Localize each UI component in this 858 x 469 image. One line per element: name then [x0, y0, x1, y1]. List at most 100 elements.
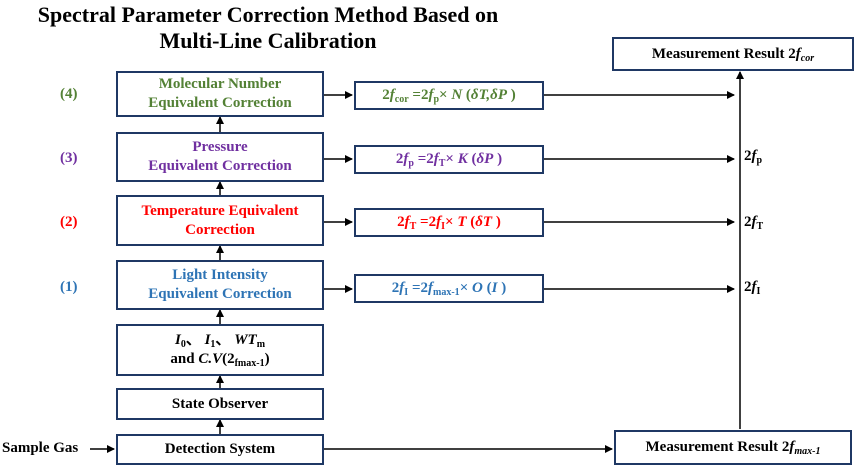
eq-part: ) — [497, 280, 507, 296]
side-part: 2 — [744, 279, 752, 295]
parameters-box: I0、 I1、 WTm and C.V(2fmax-1) — [116, 324, 324, 376]
step-number-3: (3) — [60, 150, 78, 166]
eq-part: I — [491, 280, 498, 296]
eq-part: ( — [467, 151, 477, 167]
eq-part: N — [451, 87, 463, 103]
param-cv-close: ) — [264, 351, 270, 367]
eq-sub: max-1 — [433, 287, 460, 298]
eq-part: × — [445, 214, 458, 230]
side-part: 2 — [744, 214, 752, 230]
param-i1-sub: 1 — [210, 339, 216, 350]
eq-sub: p — [408, 158, 414, 169]
side-sub: I — [756, 286, 761, 297]
equation-box-3: 2fp =2fT× K (δP ) — [354, 145, 544, 174]
param-i0: I — [174, 332, 181, 348]
param-wt-sub: m — [256, 339, 266, 350]
temperature-correction-box: Temperature Equivalent Correction — [116, 195, 324, 246]
eq-part: =2 — [413, 151, 434, 167]
result-f: f — [795, 45, 801, 62]
diagram-title: Spectral Parameter Correction Method Bas… — [8, 2, 528, 54]
eq-part: =2 — [416, 214, 437, 230]
eq-part: T — [457, 214, 467, 230]
eq-part: ( — [462, 87, 471, 103]
step-number-4: (4) — [60, 86, 78, 102]
detection-system-label: Detection System — [164, 441, 276, 457]
side-sub: p — [756, 155, 763, 166]
param-cv-sub: fmax-1 — [234, 358, 265, 369]
eq-part: 2 — [382, 87, 390, 103]
equation-2: 2fT =2fI× T (δT ) — [397, 213, 501, 232]
param-cv: C.V — [198, 351, 223, 367]
eq-part: ( — [482, 280, 492, 296]
eq-part: f — [433, 151, 439, 167]
state-observer-box: State Observer — [116, 388, 324, 420]
eq-part: f — [428, 280, 434, 296]
result-text: Measurement Result 2 — [651, 45, 796, 62]
eq-sub: I — [404, 287, 409, 298]
eq-part: δP — [476, 151, 494, 167]
box-line: Equivalent Correction — [148, 158, 292, 174]
eq-part: f — [436, 214, 442, 230]
side-part: f — [751, 148, 757, 164]
equation-1: 2fI =2fmax-1× O (I ) — [392, 279, 506, 298]
box-line: Equivalent Correction — [148, 286, 292, 302]
title-line-2: Multi-Line Calibration — [159, 28, 377, 53]
eq-part: × — [439, 87, 452, 103]
param-wt: WT — [234, 332, 257, 348]
equation-3: 2fp =2fT× K (δP ) — [396, 150, 502, 169]
params-line-2: and C.V(2fmax-1) — [170, 350, 269, 369]
param-i1: I — [204, 332, 211, 348]
eq-sub: T — [438, 158, 446, 169]
state-observer-label: State Observer — [171, 395, 269, 412]
result-sub: cor — [800, 52, 815, 64]
equation-box-2: 2fT =2fI× T (δT ) — [354, 208, 544, 237]
eq-part: f — [389, 87, 395, 103]
light-intensity-correction-box: Light Intensity Equivalent Correction — [116, 260, 324, 310]
equation-4: 2fcor =2fp× N (δT,δP ) — [382, 86, 516, 105]
box-line: Temperature Equivalent — [141, 202, 299, 219]
eq-part: f — [403, 151, 409, 167]
side-sub: T — [756, 221, 764, 232]
eq-part: 2 — [397, 214, 405, 230]
equation-box-4: 2fcor =2fp× N (δT,δP ) — [354, 81, 544, 110]
molecular-number-correction-box: Molecular Number Equivalent Correction — [116, 71, 324, 117]
pressure-correction-box: Pressure Equivalent Correction — [116, 132, 324, 182]
param-cv-open: (2 — [222, 351, 235, 367]
eq-part: × — [445, 151, 458, 167]
step-number-1: (1) — [60, 279, 78, 295]
eq-part: ) — [493, 151, 503, 167]
side-part: f — [751, 214, 757, 230]
param-i0-sub: 0 — [180, 339, 186, 350]
sample-gas-label: Sample Gas — [2, 440, 79, 456]
box-line: Pressure — [192, 139, 248, 155]
measurement-result-cor-label: Measurement Result 2fcor — [652, 45, 814, 64]
eq-part: O — [472, 280, 483, 296]
eq-part: 2 — [391, 280, 400, 296]
eq-part: f — [399, 280, 405, 296]
eq-part: f — [404, 214, 410, 230]
measurement-result-max-box: Measurement Result 2fmax-1 — [614, 430, 852, 465]
side-label-2fT: 2fT — [744, 214, 764, 232]
result-f: f — [789, 439, 795, 455]
param-and: and — [170, 351, 199, 367]
eq-part: δT — [475, 214, 493, 230]
eq-part: K — [457, 151, 468, 167]
eq-sub: I — [441, 221, 446, 232]
params-line-1: I0、 I1、 WTm — [175, 331, 265, 350]
eq-part: ) — [507, 87, 516, 103]
side-part: f — [751, 279, 757, 295]
eq-part: ) — [492, 214, 501, 230]
param-separator: 、 — [185, 332, 205, 348]
eq-part: δT,δP — [470, 87, 507, 103]
eq-part: ( — [466, 214, 476, 230]
detection-system-box: Detection System — [116, 434, 324, 465]
side-part: 2 — [744, 148, 752, 164]
side-label-2fI: 2fI — [744, 279, 761, 297]
eq-sub: cor — [394, 94, 409, 105]
measurement-result-max-label: Measurement Result 2fmax-1 — [646, 438, 821, 457]
param-separator: 、 — [215, 332, 235, 348]
side-label-2fp: 2fp — [744, 148, 763, 166]
measurement-result-cor-box: Measurement Result 2fcor — [612, 37, 854, 71]
box-line: Equivalent Correction — [148, 95, 292, 111]
